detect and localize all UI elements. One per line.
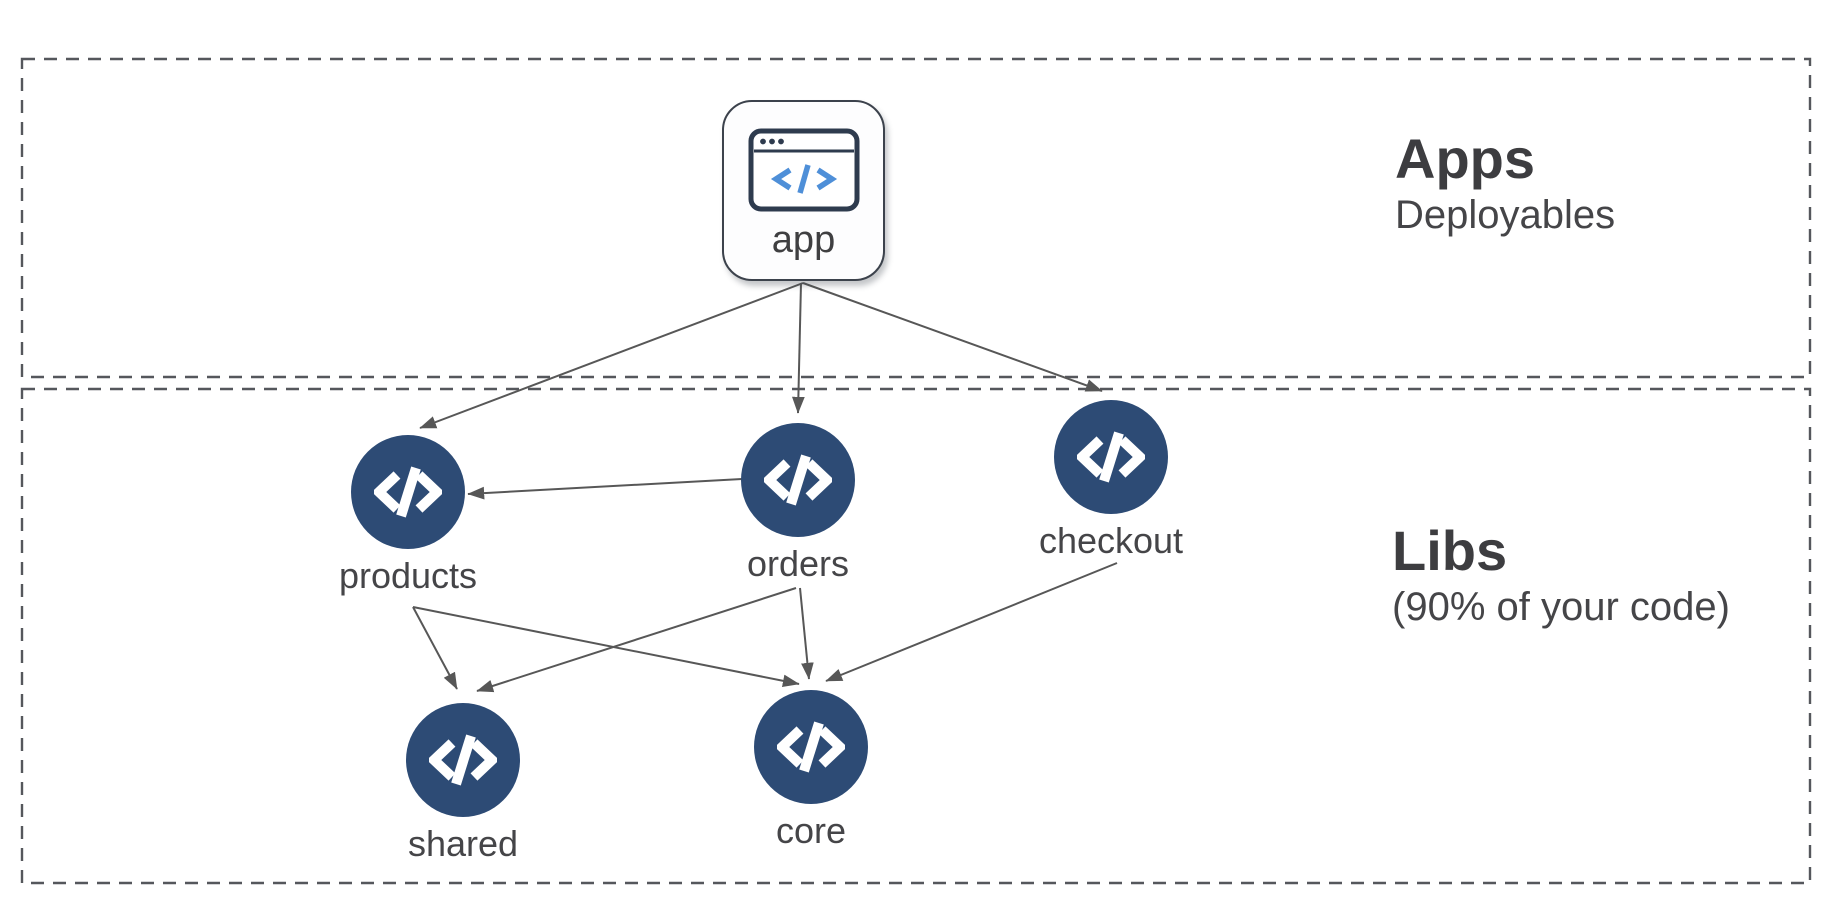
edge-app-orders [792,282,805,414]
edge-products-shared [412,606,458,690]
node-core-label: core [775,810,847,851]
node-app: app [722,100,885,281]
apps-section-title: Apps [1395,127,1535,190]
node-shared: shared [363,703,563,863]
browser-code-icon [748,128,859,212]
core-circle [754,690,868,804]
edge-orders-products [467,478,743,500]
libs-group-box [20,387,1812,885]
node-products-label: products [338,555,478,596]
shared-circle [406,703,520,817]
node-core: core [711,690,911,850]
code-icon [374,466,442,518]
apps-section-caption: Apps Deployables [1395,130,1615,238]
apps-section-subtitle: Deployables [1395,193,1616,237]
code-icon [429,734,497,786]
node-shared-label: shared [407,823,519,864]
edge-app-checkout [802,282,1103,392]
node-app-label: app [771,219,836,261]
node-checkout-label: checkout [1038,520,1184,561]
node-orders-label: orders [746,543,850,584]
node-products: products [308,435,508,595]
libs-section-subtitle: (90% of your code) [1392,585,1730,629]
code-icon [764,454,832,506]
edge-orders-core [799,587,814,680]
orders-circle [741,423,855,537]
code-icon [777,721,845,773]
edge-checkout-core [825,562,1118,682]
node-checkout: checkout [1011,400,1211,560]
products-circle [351,435,465,549]
edge-products-core [412,606,800,688]
code-icon [1077,431,1145,483]
libs-section-caption: Libs (90% of your code) [1392,522,1730,630]
edge-app-products [419,282,804,429]
node-orders: orders [698,423,898,583]
apps-group-box [20,57,1812,379]
edge-orders-shared [476,587,797,693]
checkout-circle [1054,400,1168,514]
libs-section-title: Libs [1392,519,1508,582]
